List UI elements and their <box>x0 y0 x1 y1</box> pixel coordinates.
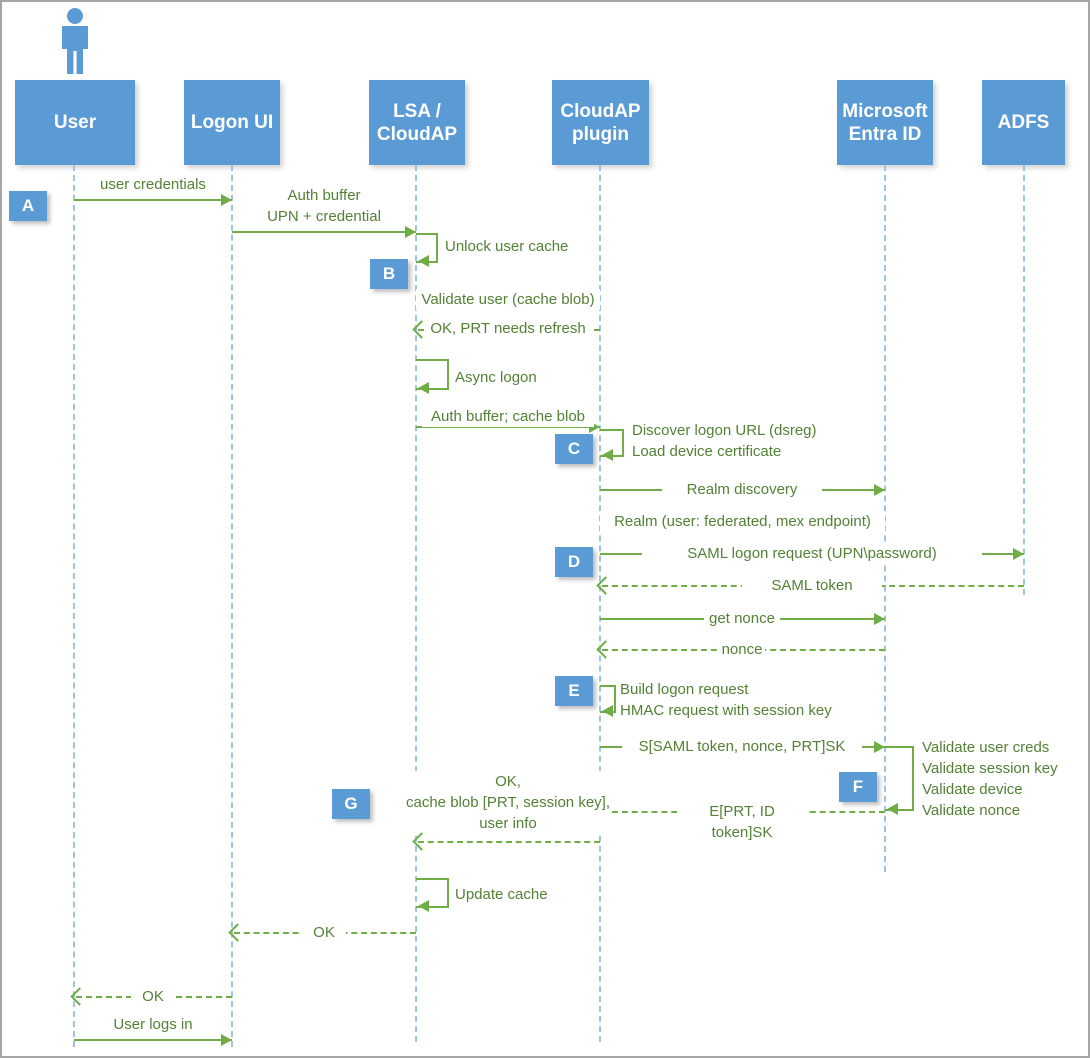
message-line <box>416 426 600 428</box>
arrowhead-icon <box>418 900 429 912</box>
message-line <box>418 841 600 843</box>
arrowhead-icon <box>405 226 416 238</box>
message-line <box>232 231 416 233</box>
arrowhead-icon <box>221 194 232 206</box>
actor-entra-id: Microsoft Entra ID <box>837 80 933 165</box>
arrowhead-icon <box>874 484 885 496</box>
step-marker-e: E <box>555 676 593 706</box>
actor-user: User <box>15 80 135 165</box>
arrowhead-icon <box>887 803 898 815</box>
actor-lsa-cloudap: LSA / CloudAP <box>369 80 465 165</box>
self-message-loop <box>416 359 449 390</box>
arrowhead-icon <box>602 705 613 717</box>
step-marker-g: G <box>332 789 370 819</box>
arrowhead-icon <box>589 421 600 433</box>
message-discover-logon: Discover logon URL (dsreg) Load device c… <box>632 420 847 462</box>
lifeline-lsa-cloudap <box>415 165 417 1042</box>
message-get-nonce: get nonce <box>704 608 780 629</box>
step-marker-f: F <box>839 772 877 802</box>
lifeline-user <box>73 165 75 1047</box>
self-message-loop <box>416 878 449 908</box>
message-nonce: nonce <box>719 639 765 660</box>
arrowhead-icon <box>418 382 429 394</box>
message-ok-prt-refresh: OK, PRT needs refresh <box>426 318 590 339</box>
message-user-logs-in: User logs in <box>92 1014 214 1035</box>
lifeline-cloudap-plugin <box>599 165 601 1042</box>
self-message-loop <box>885 746 914 811</box>
message-auth-buffer-cache-blob: Auth buffer; cache blob <box>422 406 594 427</box>
arrowhead-icon <box>418 255 429 267</box>
arrowhead-icon <box>1013 548 1024 560</box>
message-s-saml-token: S[SAML token, nonce, PRT]SK <box>622 736 862 757</box>
message-ok-cache-blob: OK, cache blob [PRT, session key], user … <box>404 771 612 834</box>
message-validate-user: Validate user (cache blob) <box>416 289 600 310</box>
message-ok-to-user: OK <box>131 986 175 1007</box>
message-e-prt-id-token: E[PRT, ID token]SK <box>677 801 807 843</box>
actor-adfs: ADFS <box>982 80 1065 165</box>
message-realm-discovery: Realm discovery <box>662 479 822 500</box>
arrowhead-icon <box>602 449 613 461</box>
step-marker-b: B <box>370 259 408 289</box>
actor-cloudap-plugin: CloudAP plugin <box>552 80 649 165</box>
lifeline-adfs <box>1023 165 1025 595</box>
message-user-credentials: user credentials <box>84 174 222 195</box>
actor-logon-ui: Logon UI <box>184 80 280 165</box>
message-saml-logon-request: SAML logon request (UPN\password) <box>642 543 982 564</box>
message-async-logon: Async logon <box>455 367 565 388</box>
message-auth-buffer: Auth buffer UPN + credential <box>242 185 406 227</box>
lifeline-entra-id <box>884 165 886 872</box>
message-line <box>74 1039 232 1041</box>
message-validate-list: Validate user creds Validate session key… <box>922 737 1087 821</box>
arrowhead-icon <box>874 741 885 753</box>
message-ok-to-logon-ui: OK <box>302 922 346 943</box>
message-line <box>74 199 232 201</box>
step-marker-d: D <box>555 547 593 577</box>
message-update-cache: Update cache <box>455 884 565 905</box>
message-saml-token: SAML token <box>742 575 882 596</box>
step-marker-a: A <box>9 191 47 221</box>
lifeline-logon-ui <box>231 165 233 1047</box>
step-marker-c: C <box>555 434 593 464</box>
person-icon <box>62 8 88 74</box>
message-build-logon-request: Build logon request HMAC request with se… <box>620 679 865 721</box>
arrowhead-icon <box>874 613 885 625</box>
message-unlock-user-cache: Unlock user cache <box>445 236 585 257</box>
arrowhead-icon <box>221 1034 232 1046</box>
message-realm-response: Realm (user: federated, mex endpoint) <box>600 511 885 532</box>
